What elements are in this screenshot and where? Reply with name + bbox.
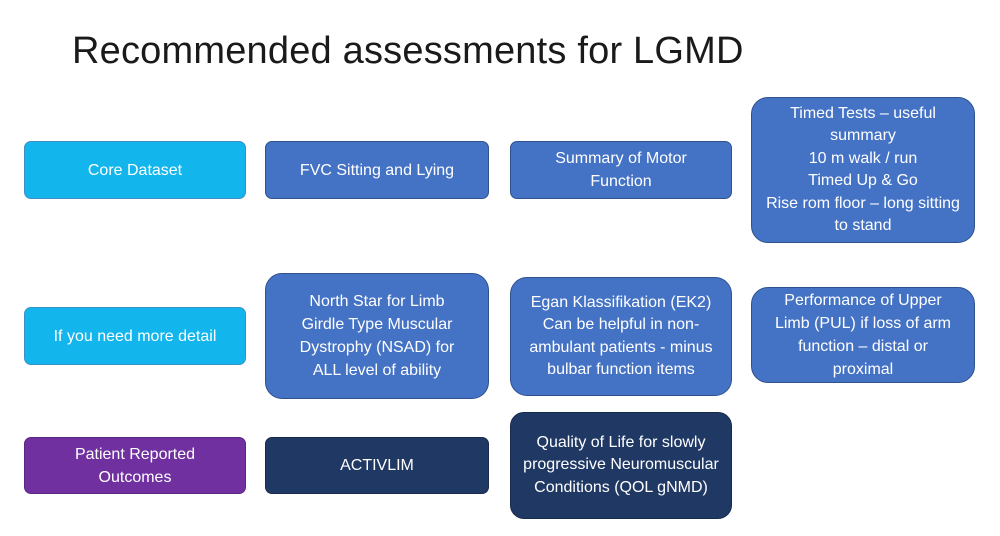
core-dataset-label: Core Dataset	[87, 161, 183, 179]
fvc-label: FVC Sitting and Lying	[299, 161, 455, 179]
more-detail-label: If you need more detail	[53, 327, 217, 345]
nsad-label: North Star for Limb Girdle Type Muscular…	[299, 293, 455, 379]
timed-tests-label: Timed Tests – useful summary 10 m walk /…	[766, 104, 960, 235]
qol-label: Quality of Life for slowly progressive N…	[523, 433, 719, 496]
patient-reported-outcomes-box: Patient Reported Outcomes	[24, 437, 246, 494]
slide-title: Recommended assessments for LGMD	[72, 30, 744, 72]
motor-summary-box: Summary of Motor Function	[510, 141, 732, 199]
motor-summary-label: Summary of Motor Function	[555, 150, 687, 190]
qol-box: Quality of Life for slowly progressive N…	[510, 412, 732, 519]
more-detail-box: If you need more detail	[24, 307, 246, 365]
pul-box: Performance of Upper Limb (PUL) if loss …	[751, 287, 975, 383]
activlim-label: ACTIVLIM	[340, 457, 414, 474]
ek2-box: Egan Klassifikation (EK2) Can be helpful…	[510, 277, 732, 396]
pul-label: Performance of Upper Limb (PUL) if loss …	[774, 292, 952, 378]
ek2-label: Egan Klassifikation (EK2) Can be helpful…	[529, 293, 713, 379]
patient-reported-outcomes-label: Patient Reported Outcomes	[74, 445, 196, 486]
activlim-box: ACTIVLIM	[265, 437, 489, 494]
timed-tests-box: Timed Tests – useful summary 10 m walk /…	[751, 97, 975, 243]
nsad-box: North Star for Limb Girdle Type Muscular…	[265, 273, 489, 399]
fvc-box: FVC Sitting and Lying	[265, 141, 489, 199]
core-dataset-box: Core Dataset	[24, 141, 246, 199]
